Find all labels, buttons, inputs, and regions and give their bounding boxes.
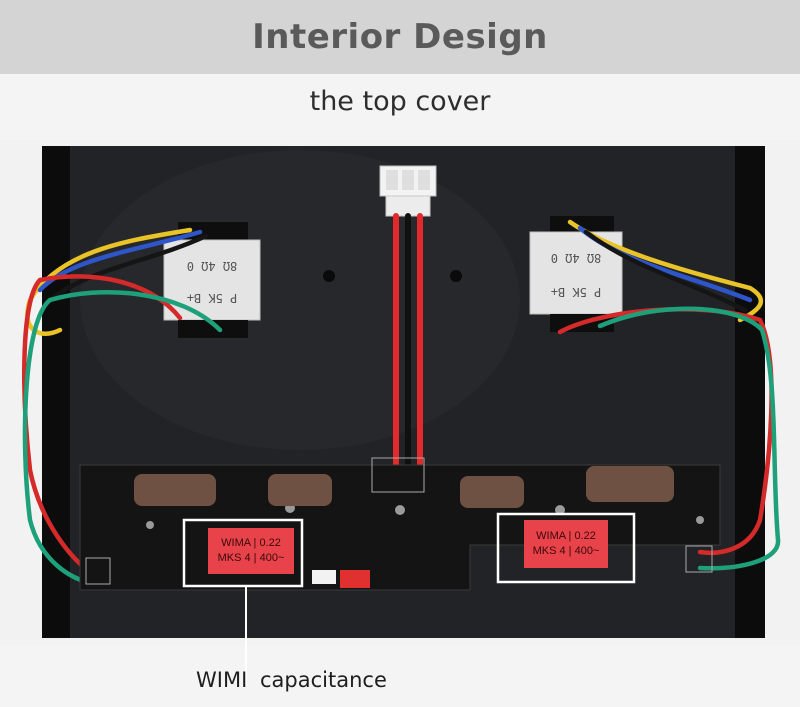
capacitance-label: capacitance (260, 668, 387, 692)
capacitor-left-marking-2: MKS 4 | 400~ (218, 552, 285, 564)
header-band: Interior Design (0, 0, 800, 74)
wima-capacitor-right: WIMA | 0.22 MKS 4 | 400~ (524, 520, 608, 568)
transformer-right-label-b: P 5K B+ (551, 285, 602, 299)
transformer-left-label-a: 8Ω 4Ω 0 (187, 259, 238, 273)
capacitor-right-marking-1: WIMA | 0.22 (536, 530, 596, 542)
electrolytic-capacitors (134, 466, 674, 508)
wimi-label: WIMI (196, 668, 248, 692)
transformer-left: 8Ω 4Ω 0 P 5K B+ (163, 222, 261, 338)
highlight-box-right (496, 512, 636, 584)
wima-capacitor-left: WIMA | 0.22 MKS 4 | 400~ (208, 528, 294, 574)
callout-line-extension (245, 645, 247, 685)
ribbon-wires (393, 213, 423, 473)
lead-wires (22, 219, 781, 587)
highlight-box-left (182, 518, 304, 588)
capacitor-right-marking-2: MKS 4 | 400~ (533, 545, 600, 557)
power-connector (379, 165, 437, 217)
amplifier-top-cover-photo: 8Ω 4Ω 0 P 5K B+ 8Ω 4Ω 0 P 5K B+ (0, 140, 800, 645)
transformer-left-label-b: P 5K B+ (187, 291, 238, 305)
transformer-right-label-a: 8Ω 4Ω 0 (551, 251, 602, 265)
page-title: Interior Design (252, 17, 548, 57)
capacitor-left-marking-1: WIMA | 0.22 (221, 537, 281, 549)
photo-caption: the top cover (309, 86, 491, 117)
